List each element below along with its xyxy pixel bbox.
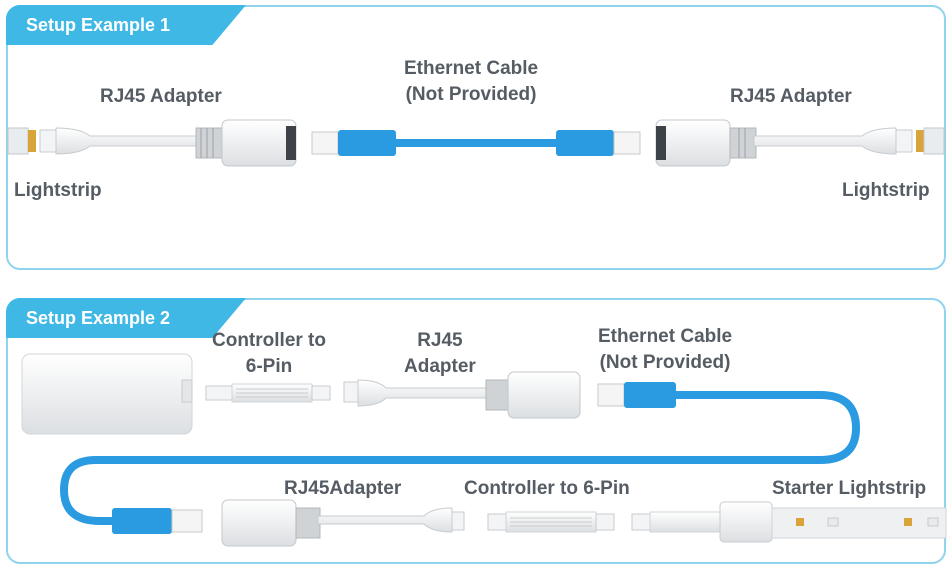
ethernet-label-1-line2: (Not Provided) [405,84,537,105]
ethernet-cable-1 [311,130,641,156]
ethernet-label-1-line1: Ethernet Cable [404,58,539,79]
ethernet-label-1: Ethernet Cable (Not Provided) [404,56,538,108]
setup-example-2-title: Setup Example 2 [6,298,246,338]
controller-box [21,353,193,435]
starter-lightstrip [631,501,947,543]
rj45-adapter-bottom [221,499,465,547]
rj45-top-label-line1: RJ45 [417,330,463,351]
ethernet-cable-2 [59,382,861,534]
rj45-adapter-top [343,371,581,419]
rj45-adapter-left [39,119,297,167]
rj45-top-label: RJ45 Adapter [404,328,476,380]
left-lightstrip-label: Lightstrip [14,180,102,201]
right-adapter-label: RJ45 Adapter [730,86,852,107]
rj45-adapter-right [655,119,913,167]
lightstrip-left-end [7,127,36,155]
rj45adapter-label: RJ45Adapter [284,478,402,499]
setup-example-1-title: Setup Example 1 [6,5,246,45]
controller-label: Controller to 6-Pin [212,328,326,380]
left-adapter-label: RJ45 Adapter [100,86,222,107]
starter-lightstrip-label: Starter Lightstrip [772,478,927,499]
right-lightstrip-label: Lightstrip [842,180,930,201]
lightstrip-right-end [916,127,945,155]
ethernet-label-2-line1: Ethernet Cable [598,326,733,347]
controller-label-line1: Controller to [212,330,326,351]
controller-6pin-connector-top [205,383,331,403]
controller-6pin-label: Controller to 6-Pin [464,478,630,499]
ethernet-label-2: Ethernet Cable (Not Provided) [598,324,732,376]
ethernet-label-2-line2: (Not Provided) [599,352,731,373]
rj45-top-label-line2: Adapter [404,356,476,377]
controller-6pin-connector-bottom [487,511,615,533]
controller-label-line2: 6-Pin [245,356,293,377]
